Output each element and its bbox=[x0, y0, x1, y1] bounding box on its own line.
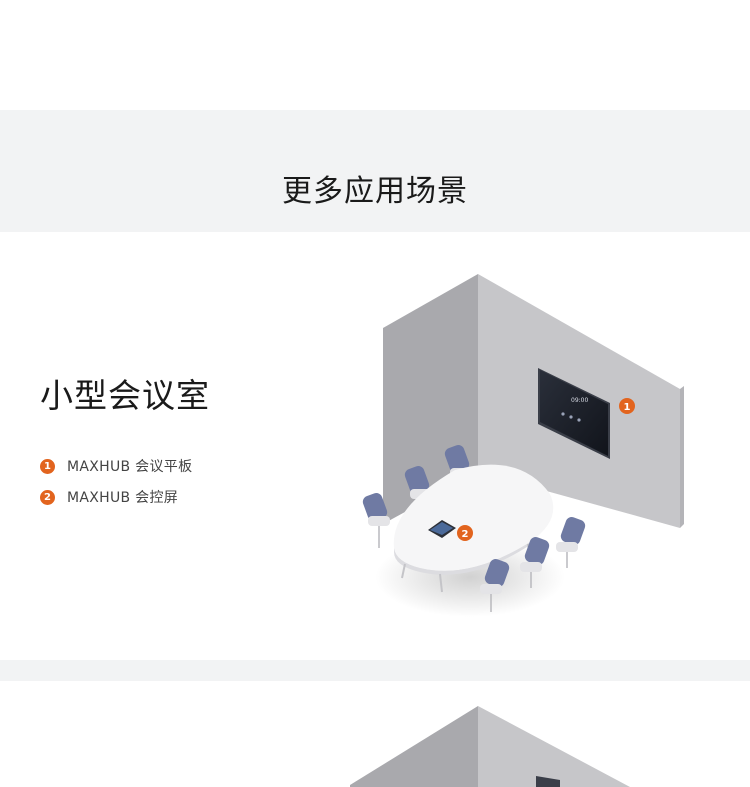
screen-time: 09:00 bbox=[571, 397, 588, 404]
chair bbox=[362, 445, 470, 521]
room-title: 小型会议室 bbox=[40, 376, 210, 415]
marker-2-label: 2 bbox=[462, 529, 469, 540]
control-tablet bbox=[428, 520, 456, 538]
chair bbox=[484, 517, 586, 587]
number-badge: 1 bbox=[40, 458, 55, 474]
marker-1-icon bbox=[619, 398, 635, 414]
section-header-band bbox=[0, 110, 750, 232]
number-badge: 2 bbox=[40, 489, 55, 505]
device-legend: 1 MAXHUB 会议平板 2 MAXHUB 会控屏 bbox=[40, 456, 192, 518]
section-divider-band bbox=[0, 660, 750, 681]
legend-item: 1 MAXHUB 会议平板 bbox=[40, 456, 192, 476]
legend-label: MAXHUB 会议平板 bbox=[67, 459, 193, 475]
marker-1-label: 1 bbox=[624, 402, 631, 413]
section-title: 更多应用场景 bbox=[282, 174, 468, 209]
legend-item: 2 MAXHUB 会控屏 bbox=[40, 487, 192, 507]
next-room-illustration bbox=[350, 706, 630, 787]
meeting-room-illustration: 09:00 1 bbox=[362, 274, 684, 617]
legend-label: MAXHUB 会控屏 bbox=[67, 490, 179, 506]
meeting-display: 09:00 bbox=[538, 368, 610, 459]
marker-2-icon bbox=[457, 525, 473, 541]
